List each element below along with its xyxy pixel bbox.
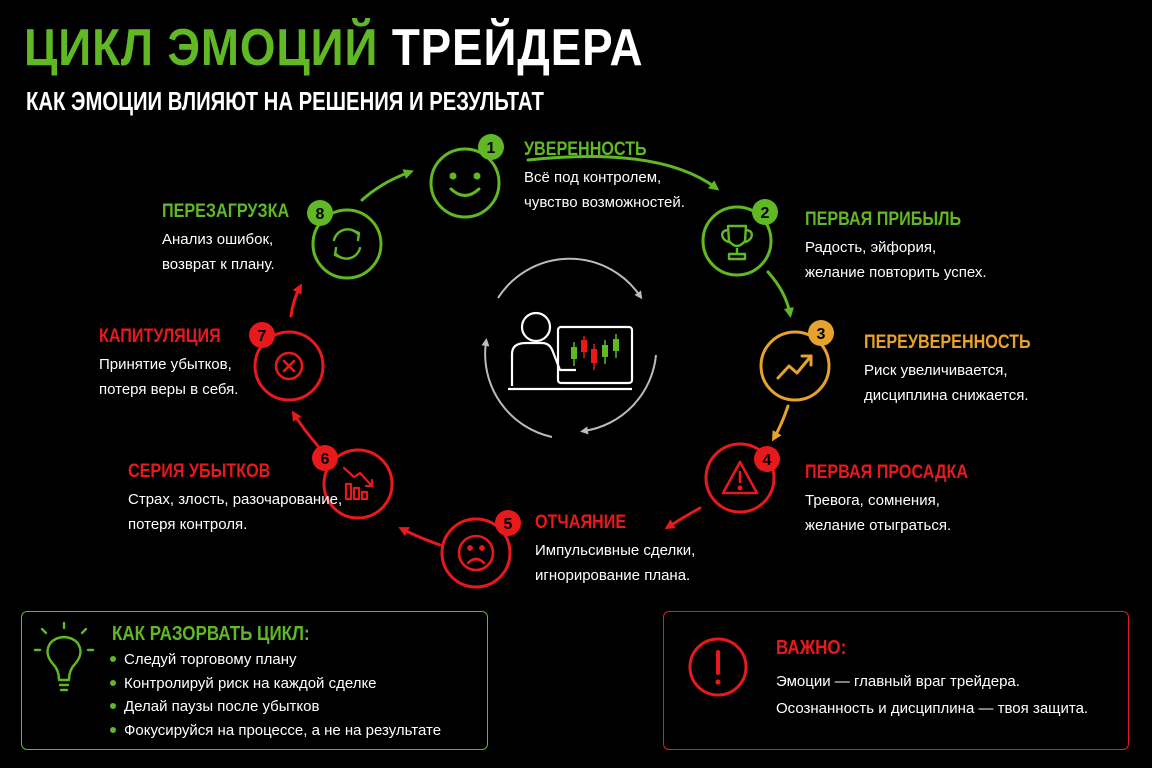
stage-5-desc-line1: Импульсивные сделки, (535, 542, 696, 559)
stage-6-desc-line2: потеря контроля. (128, 516, 248, 533)
stage-7-node: 7 (249, 322, 325, 402)
stage-6-label: СЕРИЯ УБЫТКОВ Страх, злость, разочарован… (128, 461, 342, 537)
arrow-1-2 (526, 155, 720, 191)
stage-8-node: 8 (307, 200, 383, 280)
chart-down-icon (342, 466, 374, 501)
stage-1-desc-line2: чувство возможностей. (524, 194, 685, 211)
arrow-8-1 (360, 169, 414, 202)
stage-4-number: 4 (763, 452, 772, 469)
stage-1-node: 1 (429, 134, 504, 219)
stage-4-title: ПЕРВАЯ ПРОСАДКА (805, 462, 969, 483)
stage-4-desc-line2: желание отыграться. (805, 517, 952, 534)
stage-5-number: 5 (504, 516, 513, 533)
arrow-2-3 (766, 270, 794, 319)
stage-3-number: 3 (817, 326, 826, 343)
arrow-3-4 (771, 404, 790, 442)
stage-2-node: 2 (701, 199, 778, 277)
stage-7-desc-line2: потеря веры в себя. (99, 381, 239, 398)
stage-2-number: 2 (761, 205, 770, 222)
stage-6-number: 6 (321, 451, 330, 468)
bullet-icon (110, 656, 116, 663)
stage-7-label: КАПИТУЛЯЦИЯ Принятие убытков, потеря вер… (99, 326, 242, 402)
stage-2-label: ПЕРВАЯ ПРИБЫЛЬ Радость, эйфория, желание… (805, 209, 989, 285)
stage-5-desc-line2: игнорирование плана. (535, 567, 691, 584)
sad-face-icon (457, 534, 495, 572)
stage-1-desc-line1: Всё под контролем, (524, 169, 662, 186)
warning-icon (721, 460, 759, 495)
important-title: ВАЖНО: (776, 637, 847, 659)
stage-2-desc-line1: Радость, эйфория, (805, 239, 937, 256)
important-line-1: Эмоции — главный враг трейдера. (776, 673, 1020, 690)
smile-icon (449, 172, 481, 197)
important-line-2: Осознанность и дисциплина — твоя защита. (776, 700, 1089, 717)
refresh-icon (332, 228, 362, 260)
stage-6-title: СЕРИЯ УБЫТКОВ (128, 461, 271, 482)
important-text: Эмоции — главный враг трейдера. Осознанн… (776, 668, 1088, 722)
stage-5-label: ОТЧАЯНИЕ Импульсивные сделки, игнорирова… (535, 512, 695, 588)
bullet-icon (110, 703, 116, 710)
stage-4-label: ПЕРВАЯ ПРОСАДКА Тревога, сомнения, желан… (805, 462, 997, 538)
stage-3-node: 3 (759, 320, 834, 402)
trophy-icon (720, 224, 754, 261)
stage-8-number: 8 (316, 206, 325, 223)
stage-6-desc-line1: Страх, злость, разочарование, (128, 491, 343, 508)
stage-7-number: 7 (258, 328, 267, 345)
stage-3-label: ПЕРЕУВЕРЕННОСТЬ Риск увеличивается, дисц… (864, 332, 1060, 408)
stage-8-desc-line1: Анализ ошибок, (162, 231, 274, 248)
arrow-7-8 (289, 283, 302, 318)
stage-7-desc-line1: Принятие убытков, (99, 356, 232, 373)
stage-1-number: 1 (487, 140, 496, 157)
stage-3-desc-line1: Риск увеличивается, (864, 362, 1008, 379)
stage-8-title: ПЕРЕЗАГРУЗКА (162, 201, 290, 222)
stage-2-title: ПЕРВАЯ ПРИБЫЛЬ (805, 209, 962, 230)
exclamation-icon (688, 637, 748, 697)
list-item: Фокусируйся на процессе, а не на результ… (110, 719, 441, 743)
stage-1-label: УВЕРЕННОСТЬ Всё под контролем, чувство в… (524, 139, 685, 215)
x-circle-icon (274, 351, 304, 381)
arrow-4-5 (664, 506, 702, 530)
page-subtitle: КАК ЭМОЦИИ ВЛИЯЮТ НА РЕШЕНИЯ И РЕЗУЛЬТАТ (26, 86, 544, 116)
list-item: Следуй торговому плану (110, 648, 441, 672)
arrow-6-7 (291, 410, 320, 448)
trader-at-monitor-icon (508, 311, 634, 391)
tips-list: Следуй торговому плану Контролируй риск … (110, 648, 441, 742)
stage-5-node: 5 (440, 510, 521, 589)
list-item: Делай паузы после убытков (110, 695, 441, 719)
arrow-5-6 (398, 527, 442, 547)
stage-7-title: КАПИТУЛЯЦИЯ (99, 326, 221, 347)
important-box (663, 611, 1129, 750)
trend-up-icon (776, 354, 813, 380)
stage-2-desc-line2: желание повторить успех. (805, 264, 987, 281)
page-title: ЦИКЛ ЭМОЦИЙ ТРЕЙДЕРА (24, 19, 644, 77)
stage-1-title: УВЕРЕННОСТЬ (524, 139, 647, 160)
stage-8-desc-line2: возврат к плану. (162, 256, 275, 273)
stage-4-node: 4 (704, 442, 780, 514)
cycle-arrows (289, 155, 794, 547)
stage-3-desc-line2: дисциплина снижается. (864, 387, 1029, 404)
tips-box (21, 611, 488, 750)
stage-3-title: ПЕРЕУВЕРЕННОСТЬ (864, 332, 1031, 353)
bullet-icon (110, 726, 116, 733)
stage-4-desc-line1: Тревога, сомнения, (805, 492, 940, 509)
stage-8-label: ПЕРЕЗАГРУЗКА Анализ ошибок, возврат к пл… (162, 201, 312, 277)
stage-6-node: 6 (312, 445, 394, 520)
tips-title: КАК РАЗОРВАТЬ ЦИКЛ: (112, 623, 310, 645)
lightbulb-icon (33, 621, 95, 692)
center-cycle (481, 257, 657, 438)
stage-5-title: ОТЧАЯНИЕ (535, 512, 627, 533)
list-item: Контролируй риск на каждой сделке (110, 672, 441, 696)
bullet-icon (110, 679, 116, 686)
